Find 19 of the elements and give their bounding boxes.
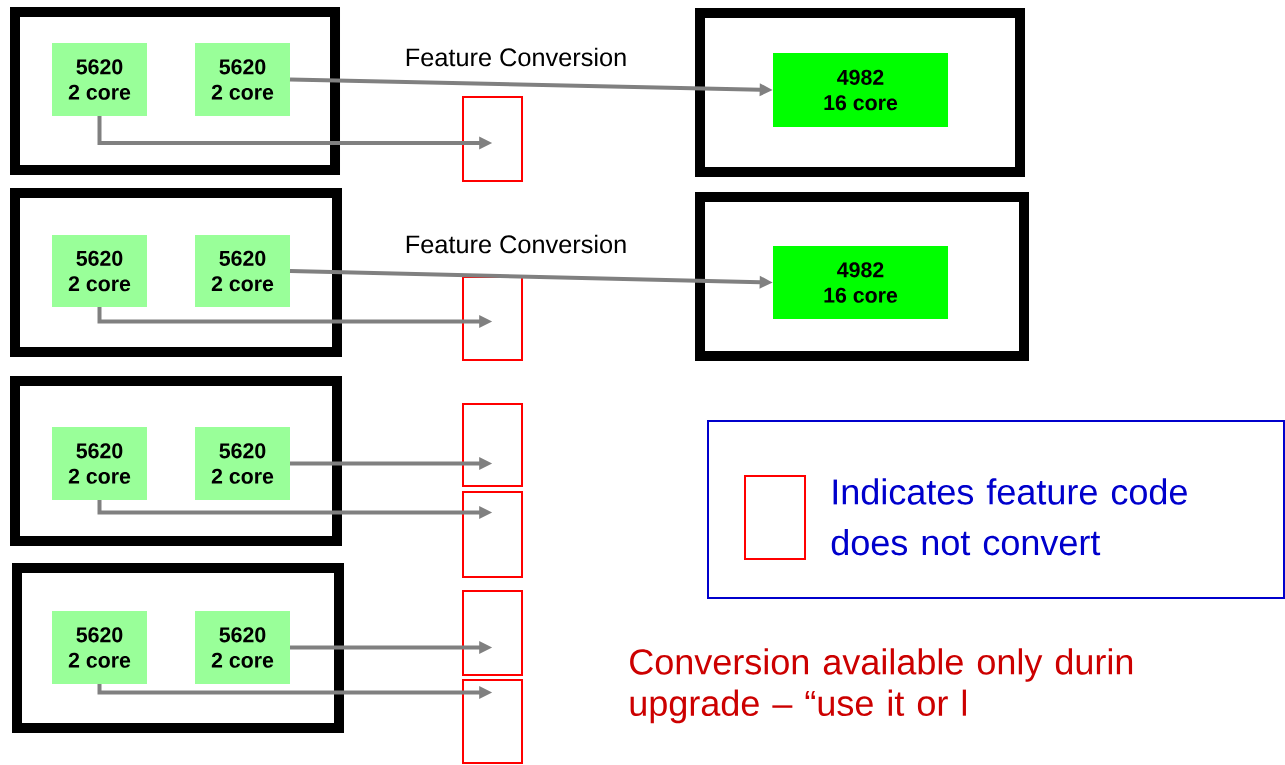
core-box: 5620 2 core bbox=[195, 427, 290, 500]
core-box: 4982 16 core bbox=[773, 246, 948, 319]
feature-code-box bbox=[462, 403, 523, 487]
core-box: 5620 2 core bbox=[195, 235, 290, 307]
feature-code-box bbox=[462, 96, 523, 182]
core-box: 4982 16 core bbox=[773, 53, 948, 127]
feature-code-box bbox=[462, 491, 523, 578]
core-box: 5620 2 core bbox=[52, 611, 147, 684]
note-text: Conversion available only durin upgrade – “use it or l bbox=[630, 648, 1133, 724]
feature-code-box bbox=[462, 590, 523, 676]
edge-label: Feature Conversion bbox=[406, 47, 626, 67]
core-box: 5620 2 core bbox=[52, 43, 147, 116]
core-box: 5620 2 core bbox=[195, 611, 290, 684]
feature-code-box bbox=[462, 679, 523, 764]
core-box: 5620 2 core bbox=[195, 43, 290, 116]
edge-label: Feature Conversion bbox=[406, 234, 626, 254]
legend-text: Indicates feature code does not convert bbox=[831, 478, 1187, 556]
core-box: 5620 2 core bbox=[52, 235, 147, 307]
core-box: 5620 2 core bbox=[52, 427, 147, 500]
